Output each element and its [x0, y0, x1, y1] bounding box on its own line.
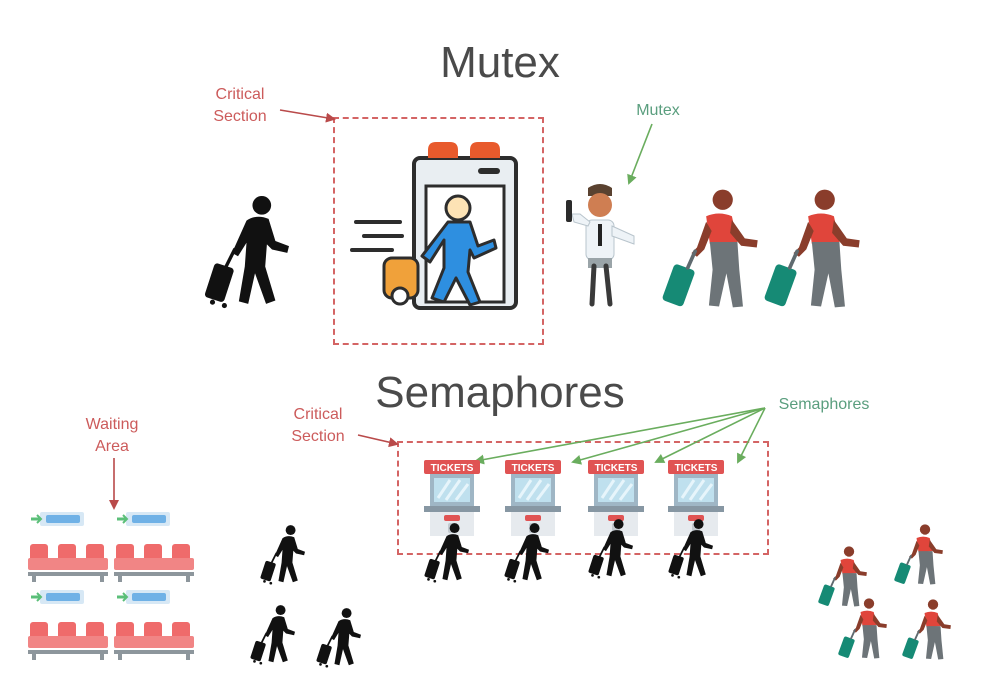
mutex-critical-label-line1: Critical	[215, 86, 265, 103]
walking-traveler-icon	[202, 194, 291, 310]
security-guard-icon	[566, 184, 635, 307]
waiting-traveler-icon	[836, 597, 888, 660]
queued-traveler-icon	[315, 607, 362, 669]
mutex-critical-arrow	[279, 109, 336, 123]
waiting-traveler-icon	[761, 187, 862, 310]
semaphore-critical-label-line1: Critical	[293, 406, 343, 423]
semaphore-critical-arrow	[357, 434, 399, 448]
semaphore-critical-label-line2: Section	[291, 428, 345, 445]
mutex-critical-label-line2: Section	[213, 108, 267, 125]
waiting-traveler-icon	[816, 545, 868, 608]
waiting-label-line1: Waiting	[85, 416, 139, 433]
waiting-area-label: Waiting Area	[72, 414, 152, 458]
queued-traveler-icon	[259, 524, 306, 586]
semaphore-critical-section-box	[397, 441, 769, 555]
queued-traveler-icon	[249, 604, 296, 666]
mutex-title: Mutex	[440, 38, 560, 87]
waiting-traveler-icon	[659, 187, 760, 310]
waiting-traveler-icon	[892, 523, 944, 586]
waiting-seats-icon	[112, 510, 196, 584]
semaphores-title: Semaphores	[375, 368, 625, 417]
semaphore-critical-section-label: Critical Section	[278, 404, 358, 448]
semaphores-label: Semaphores	[778, 396, 870, 413]
waiting-seats-icon	[26, 588, 110, 662]
mutex-guard-label: Mutex	[636, 102, 680, 119]
waiting-seats-icon	[26, 510, 110, 584]
waiting-label-line2: Area	[95, 438, 129, 455]
mutex-critical-section-label: Critical Section	[200, 84, 280, 128]
waiting-traveler-icon	[900, 598, 952, 661]
mutex-critical-section-box	[333, 117, 544, 345]
waiting-seats-icon	[112, 588, 196, 662]
mutex-guard-arrow	[627, 123, 653, 185]
